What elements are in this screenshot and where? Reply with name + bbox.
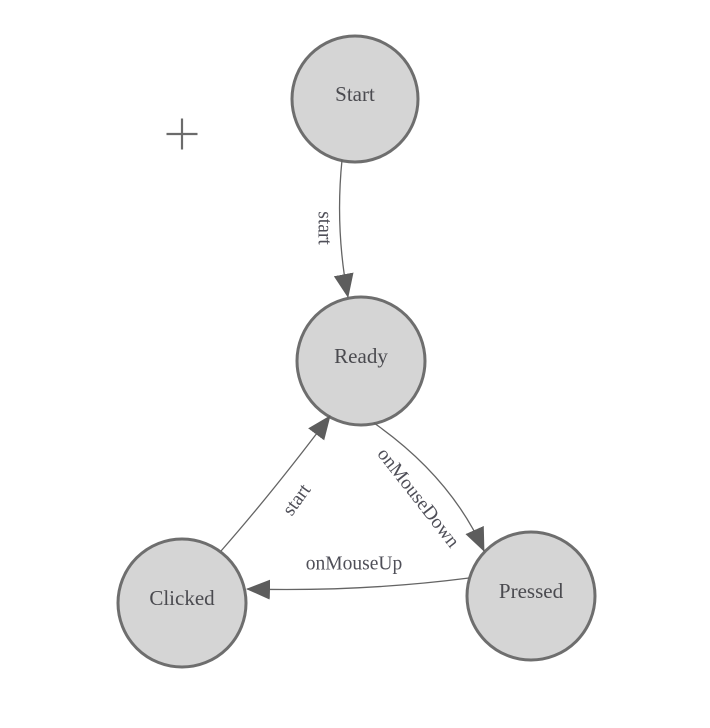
edge-label-pressed-to-clicked: onMouseUp [306, 554, 402, 575]
state-node-start[interactable]: Start [290, 34, 420, 164]
transition-edge-pressed-to-clicked[interactable]: onMouseUp [246, 554, 470, 600]
state-node-ready[interactable]: Ready [295, 295, 427, 427]
state-label-clicked: Clicked [149, 586, 215, 610]
state-circle-ready[interactable] [295, 295, 427, 427]
state-node-pressed[interactable]: Pressed [465, 530, 597, 662]
state-label-ready: Ready [334, 344, 388, 368]
edge-label-clicked-to-ready: start [279, 480, 316, 520]
crosshair-marker [166, 118, 198, 150]
edge-path-start-to-ready[interactable] [333, 159, 354, 298]
transition-edge-ready-to-pressed[interactable]: onMouseDown [373, 422, 485, 552]
state-circle-clicked[interactable] [116, 537, 248, 669]
state-label-start: Start [335, 82, 375, 106]
edge-label-start-to-ready: start [314, 211, 335, 245]
edge-label-ready-to-pressed: onMouseDown [373, 444, 464, 552]
transition-edge-start-to-ready[interactable]: start [314, 159, 354, 298]
transition-edge-clicked-to-ready[interactable]: start [220, 415, 331, 552]
state-label-pressed: Pressed [499, 579, 564, 603]
state-circle-pressed[interactable] [465, 530, 597, 662]
edge-path-clicked-to-ready[interactable] [220, 415, 331, 552]
state-node-clicked[interactable]: Clicked [116, 537, 248, 669]
state-circle-start[interactable] [290, 34, 420, 164]
edge-path-ready-to-pressed[interactable] [373, 422, 485, 552]
edge-path-pressed-to-clicked[interactable] [246, 577, 470, 600]
